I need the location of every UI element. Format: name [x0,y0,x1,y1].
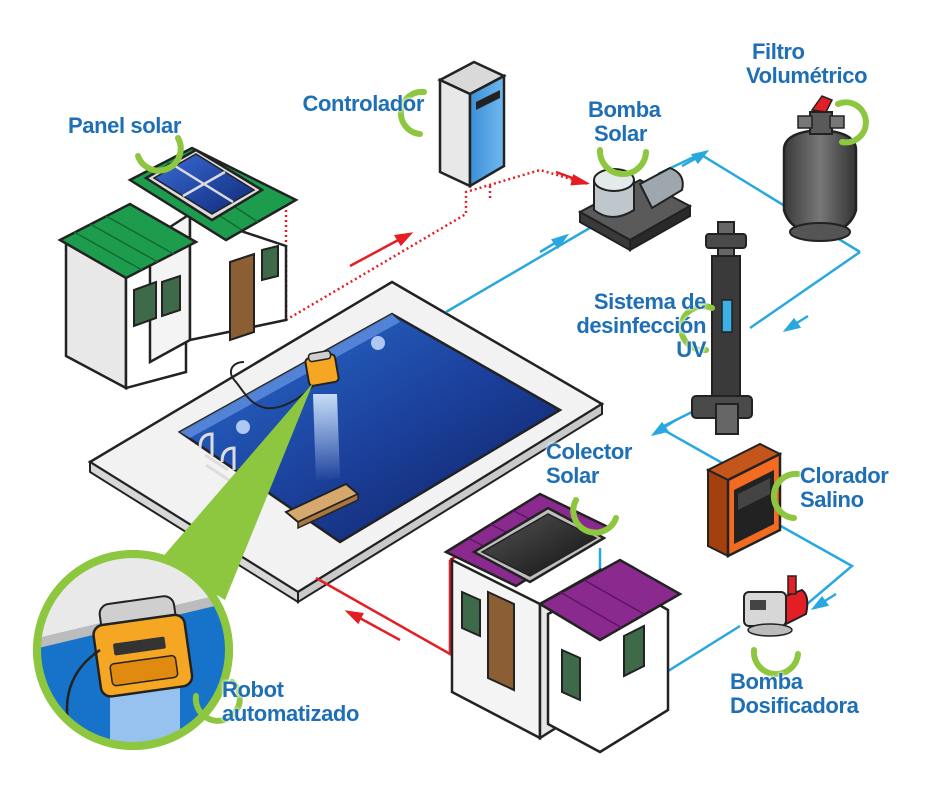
pipe-pool-to-pump [445,220,601,314]
uv-sterilizer-icon [691,221,753,435]
house-window [161,274,181,318]
house-window [623,624,645,678]
flow-arrows-blue [539,149,837,611]
pool-ladder [198,432,236,482]
robot-cable [229,361,318,410]
house-window [133,280,157,328]
pool-robot-icon [304,350,340,387]
house-door [229,252,255,342]
robot-zoom-icon [92,595,194,698]
dosing-pump-icon [743,575,809,637]
house-right [443,492,683,754]
roof-purple [537,558,683,642]
label-hooks [135,88,869,724]
sand-filter-icon [782,95,858,242]
label-clorador-salino: Clorador Salino [800,463,889,512]
pipe-chlorinator-to-doser [769,518,855,611]
label-filtro-volumetrico: Filtro Volumétrico [746,39,868,88]
pipe-pool-return [315,560,452,657]
pool-inner-wall [180,314,400,438]
label-bomba-dosificadora: Bomba Dosificadora [730,669,859,718]
label-panel-solar: Panel solar [68,113,181,138]
solar-pump-icon [577,166,693,252]
pool-light [371,336,385,350]
pipe-filter-to-uv [749,250,861,330]
pool-light [236,420,250,434]
label-colector-solar: Colector Solar [546,439,633,488]
flow-arrows-red [344,170,591,642]
house-window [561,648,581,702]
solar-collector-icon [471,506,607,584]
label-bomba-solar: Bomba Solar [588,97,661,146]
salt-chlorinator-icon [705,442,783,559]
label-robot-automatizado: Robot automatizado [222,677,359,726]
house-window [261,244,279,282]
house-left [57,146,299,391]
house-window [461,590,481,638]
robot-beam [313,394,340,482]
label-controlador: Controlador [302,91,425,116]
controller-cabinet-icon [437,60,507,189]
label-sistema-uv: Sistema de desinfección UV [576,289,706,362]
pool-deck-side-right [297,402,603,604]
zoom-callout-wedge [160,383,313,600]
house-door [487,590,515,692]
robot-zoom-inset [33,550,233,750]
